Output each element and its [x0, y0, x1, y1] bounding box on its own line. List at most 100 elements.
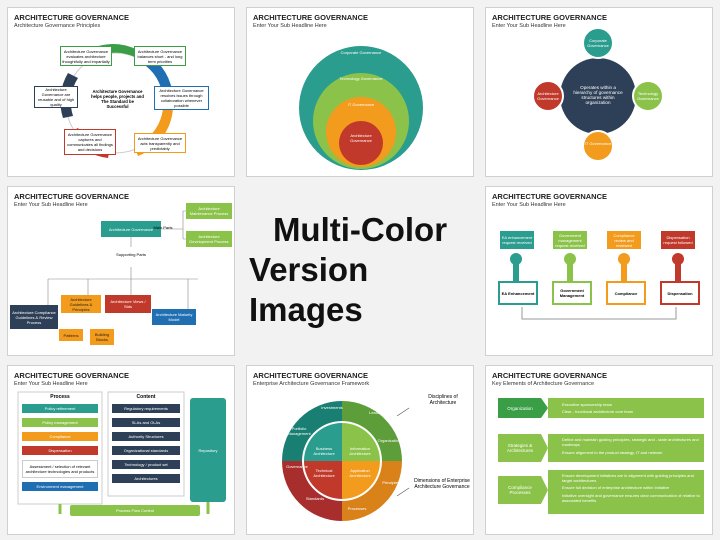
principle-6: Architecture Governance are reusable and…: [34, 86, 78, 108]
slide-process-content[interactable]: ARCHITECTURE GOVERNANCE Enter Your Sub H…: [7, 365, 235, 535]
framework-wheel: [282, 401, 410, 521]
center-line-2: Version Images: [249, 251, 369, 328]
slide-subtitle: Architecture Governance Principles: [14, 23, 101, 29]
slide-tree[interactable]: ARCHITECTURE GOVERNANCE Enter Your Sub H…: [7, 186, 235, 356]
principles-center: Architecture Governance helps people, pr…: [91, 89, 144, 109]
slide-title: ARCHITECTURE GOVERNANCE: [492, 13, 608, 22]
slide-title: ARCHITECTURE GOVERNANCE: [253, 13, 369, 22]
top-box-2: Government management request received: [553, 231, 587, 249]
bottom-box-4: Dispensation: [660, 281, 700, 305]
content-5: Technology / product set: [112, 460, 180, 469]
label-dimensions: Dimensions of Enterprise Architecture Go…: [414, 478, 470, 490]
slide-title: ARCHITECTURE GOVERNANCE: [14, 13, 130, 22]
quad-information: Information Architecture: [349, 446, 371, 456]
content-2: SLAs and OLAs: [112, 418, 180, 427]
principle-5: Architecture Governance captures and com…: [64, 129, 116, 155]
slide-requests[interactable]: ARCHITECTURE GOVERNANCE Enter Your Sub H…: [485, 186, 713, 356]
slide-subtitle: Enter Your Sub Headline Here: [253, 23, 327, 29]
principle-1: Architecture Governance evaluates archit…: [60, 46, 112, 66]
node-architecture: Architecture Governance: [537, 91, 559, 101]
process-3: Compliance: [22, 432, 98, 441]
ring-principles: Principles: [382, 480, 400, 485]
element-line: Initiative oversight and governance ensu…: [562, 493, 700, 503]
process-header: Process: [50, 394, 70, 400]
slide-rings[interactable]: ARCHITECTURE GOVERNANCE Enter Your Sub H…: [246, 7, 474, 177]
ring-investments: Investments: [321, 405, 343, 410]
process-1: Policy refinement: [22, 404, 98, 413]
ring-architecture: Architecture Governance: [350, 133, 372, 143]
nested-rings: [299, 46, 423, 170]
slide-subtitle: Enter Your Sub Headline Here: [492, 202, 566, 208]
ring-organization: Organization: [377, 438, 401, 443]
right-part-1: Architecture Maintenance Process: [186, 203, 232, 219]
process-6: Environment management: [22, 482, 98, 491]
bottom-box-3: Compliance: [606, 281, 646, 305]
slide-subtitle: Enter Your Sub Headline Here: [14, 202, 88, 208]
node-corporate: Corporate Governance: [587, 38, 609, 48]
slide-title: ARCHITECTURE GOVERNANCE: [253, 371, 369, 380]
slide-framework[interactable]: ARCHITECTURE GOVERNANCE Enterprise Archi…: [246, 365, 474, 535]
bottom-box-1: EA Enhancement: [498, 281, 538, 305]
node-technology: Technology Governance: [637, 91, 659, 101]
principle-2: Architecture Governance balances short -…: [134, 46, 186, 66]
leaf-building-blocks: Building Blocks: [90, 329, 114, 345]
slide-title: ARCHITECTURE GOVERNANCE: [14, 192, 130, 201]
slide-principles[interactable]: ARCHITECTURE GOVERNANCE Architecture Gov…: [7, 7, 235, 177]
label-disciplines: Disciplines of Architecture: [428, 394, 458, 406]
element-compliance: Compliance Processes: [508, 485, 532, 495]
top-box-1: EA enhancement request received: [500, 231, 534, 249]
element-organization: Organization: [507, 405, 533, 411]
supporting-label: Supporting Parts: [116, 252, 146, 257]
content-4: Organizational standards: [112, 446, 180, 455]
process-flow-control: Process Flow Control: [70, 505, 200, 516]
slide-key-elements[interactable]: ARCHITECTURE GOVERNANCE Key Elements of …: [485, 365, 713, 535]
repository: Repository: [190, 398, 226, 502]
quad-technical: Technical Architecture: [313, 468, 335, 478]
slide-hierarchy[interactable]: ARCHITECTURE GOVERNANCE Enter Your Sub H…: [485, 7, 713, 177]
process-2: Policy management: [22, 418, 98, 427]
element-line: Executive sponsorship team: [562, 402, 613, 407]
node-it: IT Governance: [584, 141, 612, 146]
ring-standards: Standards: [305, 496, 325, 501]
process-4: Dispensation: [22, 446, 98, 455]
ring-governance: Governance: [286, 464, 308, 469]
content-1: Regulatory requirements: [112, 404, 180, 413]
ring-leadership: Leadership: [369, 410, 389, 415]
quad-application: Application Architecture: [349, 468, 371, 478]
request-flow: [510, 253, 684, 320]
center-heading: Multi-Color Version Images: [249, 189, 471, 351]
principle-4: Architecture Governance acts transparent…: [134, 133, 186, 153]
slide-subtitle: Enter Your Sub Headline Here: [492, 23, 566, 29]
key-elements-arrows: [498, 398, 704, 514]
content-header: Content: [136, 394, 156, 400]
tree-root: Architecture Governance: [101, 221, 161, 237]
leaf-guidelines: Architecture Guidelines & Principles: [61, 295, 101, 313]
leaf-patterns: Patterns: [59, 329, 83, 341]
main-parts-label: Main Parts: [153, 225, 173, 230]
ring-it: IT Governance: [347, 102, 375, 107]
slide-title: ARCHITECTURE GOVERNANCE: [492, 192, 608, 201]
bottom-box-2: Government Management: [552, 281, 592, 305]
element-strategies: Strategies & Architectures: [506, 443, 534, 453]
element-line: Clear - functional architecture core tea…: [562, 409, 634, 414]
element-line: Ensure development initiatives are in al…: [562, 473, 694, 483]
ring-processes: Processes: [347, 506, 367, 511]
element-line: Ensure alignment to the product strategy…: [562, 450, 663, 455]
leaf-views: Architecture Views / Stds: [105, 295, 151, 313]
content-3: Authority Structures: [112, 432, 180, 441]
element-line: Ensure full decision of enterprise archi…: [562, 485, 670, 490]
top-box-4: Dispensation request followed: [661, 231, 695, 249]
leaf-maturity: Architecture Maturity Model: [152, 309, 196, 325]
slide-subtitle: Key Elements of Architecture Governance: [492, 381, 595, 387]
principle-3: Architecture Governance resolves issues …: [154, 86, 209, 110]
ring-technology: Technology Governance: [339, 76, 383, 81]
slide-subtitle: Enter Your Sub Headline Here: [14, 381, 88, 387]
content-6: Architectures: [112, 474, 180, 483]
hub-diagram: [532, 27, 664, 162]
ring-corporate: Corporate Governance: [340, 50, 382, 55]
process-5: Assessment / selection of relevant archi…: [22, 460, 98, 478]
slide-title: ARCHITECTURE GOVERNANCE: [14, 371, 130, 380]
center-line-1: Multi-Color: [272, 211, 448, 248]
element-line: Define and maintain guiding principles, …: [562, 437, 699, 447]
quad-business: Business Architecture: [313, 446, 335, 456]
